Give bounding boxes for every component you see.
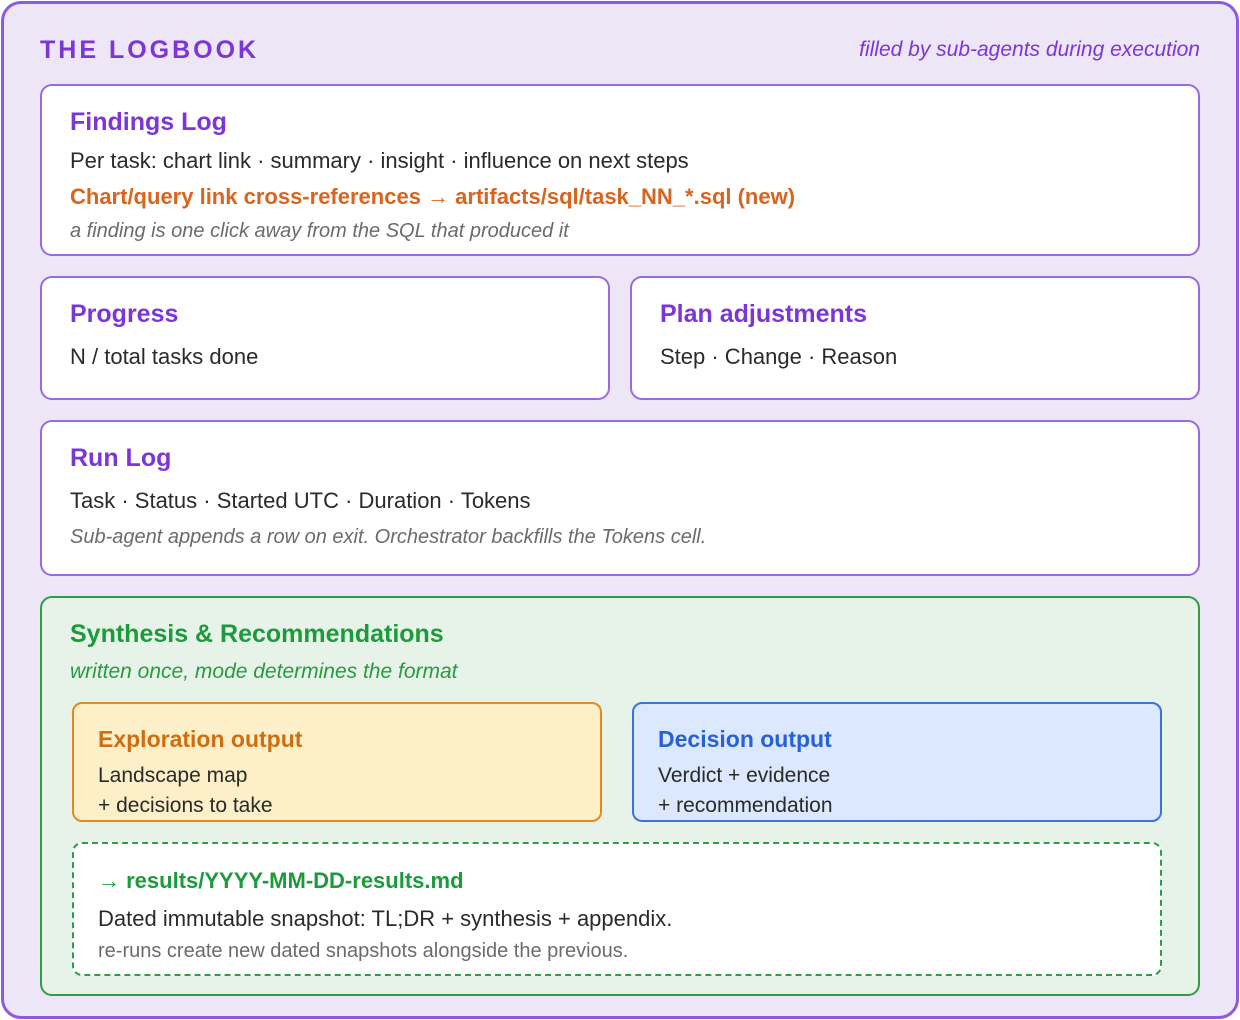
- results-file-note: re-runs create new dated snapshots along…: [98, 940, 629, 962]
- decision-output-line2: + recommendation: [658, 794, 833, 817]
- logbook-title: THE LOGBOOK: [40, 36, 260, 64]
- run-log-title: Run Log: [70, 444, 172, 472]
- results-file-box: → results/YYYY-MM-DD-results.md Dated im…: [72, 842, 1162, 976]
- decision-output-title: Decision output: [658, 726, 832, 752]
- synthesis-card: Synthesis & Recommendations written once…: [40, 596, 1200, 996]
- exploration-output-title: Exploration output: [98, 726, 303, 752]
- synthesis-title: Synthesis & Recommendations: [70, 620, 444, 648]
- run-log-card: Run Log Task · Status · Started UTC · Du…: [40, 420, 1200, 576]
- results-file-path: → results/YYYY-MM-DD-results.md: [98, 868, 464, 893]
- results-file-description: Dated immutable snapshot: TL;DR + synthe…: [98, 906, 673, 931]
- findings-log-note: a finding is one click away from the SQL…: [70, 220, 569, 242]
- exploration-output-line2: + decisions to take: [98, 794, 273, 817]
- findings-log-crossref: Chart/query link cross-references → arti…: [70, 184, 796, 209]
- logbook-subtitle: filled by sub-agents during execution: [859, 38, 1200, 61]
- progress-text: N / total tasks done: [70, 344, 259, 369]
- findings-log-fields: Per task: chart link · summary · insight…: [70, 148, 689, 173]
- findings-log-title: Findings Log: [70, 108, 227, 136]
- progress-card: Progress N / total tasks done: [40, 276, 610, 400]
- run-log-columns: Task · Status · Started UTC · Duration ·…: [70, 488, 531, 513]
- exploration-output-box: Exploration output Landscape map + decis…: [72, 702, 602, 822]
- progress-title: Progress: [70, 300, 179, 328]
- exploration-output-line1: Landscape map: [98, 764, 248, 787]
- plan-adjustments-title: Plan adjustments: [660, 300, 867, 328]
- plan-adjustments-card: Plan adjustments Step · Change · Reason: [630, 276, 1200, 400]
- run-log-note: Sub-agent appends a row on exit. Orchest…: [70, 526, 707, 548]
- plan-adjustments-text: Step · Change · Reason: [660, 344, 898, 369]
- findings-log-card: Findings Log Per task: chart link · summ…: [40, 84, 1200, 256]
- synthesis-subtitle: written once, mode determines the format: [70, 660, 458, 683]
- decision-output-box: Decision output Verdict + evidence + rec…: [632, 702, 1162, 822]
- decision-output-line1: Verdict + evidence: [658, 764, 831, 787]
